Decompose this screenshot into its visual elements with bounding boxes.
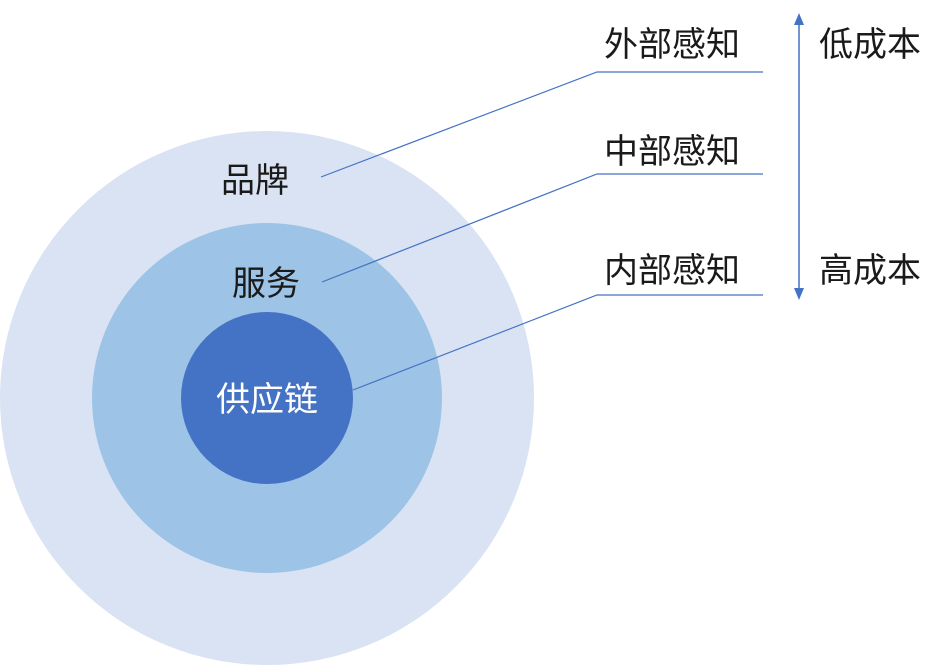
ring-inner-label: 供应链 — [216, 380, 318, 420]
perception-inner-label: 内部感知 — [604, 251, 740, 291]
perception-outer-label: 外部感知 — [604, 25, 740, 65]
cost-low-label: 低成本 — [819, 25, 921, 65]
perception-middle-label: 中部感知 — [604, 132, 740, 172]
ring-inner-supply-chain — [181, 312, 353, 484]
ring-middle-label: 服务 — [232, 264, 300, 304]
leader-lines — [320, 71, 763, 391]
cost-axis-arrow — [794, 13, 804, 300]
arrow-up-icon — [794, 13, 804, 25]
cost-high-label: 高成本 — [819, 251, 921, 291]
leader-line-middle — [321, 173, 763, 283]
arrow-down-icon — [794, 288, 804, 300]
leader-line-outer — [320, 71, 763, 178]
ring-outer-label: 品牌 — [221, 161, 289, 201]
leader-line-inner — [352, 294, 763, 391]
